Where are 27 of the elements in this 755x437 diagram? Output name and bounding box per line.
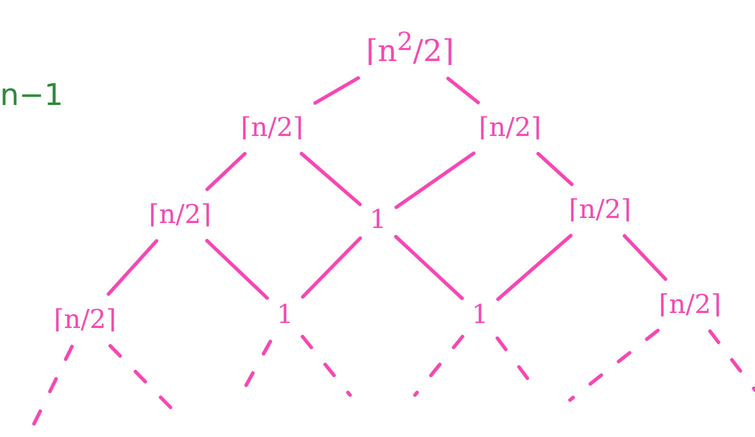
tree-node-label: ⌈n$^{2}$/2⌉ <box>355 20 465 76</box>
tree-edge <box>536 152 574 186</box>
tree-edge <box>394 152 476 209</box>
tree-node-label: ⌈n/2⌉ <box>137 192 223 238</box>
tree-node-label: ⌈n/2⌉ <box>229 105 315 151</box>
tree-node-label: ⌈n/2⌉ <box>467 105 553 151</box>
tree-edge <box>313 76 360 105</box>
tree-edge <box>205 239 269 300</box>
tree-edge <box>300 334 352 397</box>
tree-edge <box>708 329 755 392</box>
tree-edge <box>300 152 362 206</box>
tree-edge <box>568 328 660 402</box>
tree-edge <box>106 239 158 296</box>
tree-edge <box>446 76 480 104</box>
tree-node-label: ⌈n/2⌉ <box>42 297 128 343</box>
tree-edge <box>301 236 362 299</box>
tree-node-label: ⌈n/2⌉ <box>557 187 643 233</box>
tree-edge <box>394 234 464 300</box>
tree-node-label: ⌈n/2⌉ <box>647 282 733 328</box>
tree-node-label: 1 <box>363 197 393 243</box>
tree-edge <box>413 334 464 397</box>
level-count-label: n−1 <box>0 78 64 113</box>
tree-node-label: 1 <box>465 292 495 338</box>
tree-edge <box>205 152 247 191</box>
tree-edge <box>496 234 572 301</box>
tree-edge <box>622 234 668 281</box>
tree-node-label: 1 <box>270 292 300 338</box>
